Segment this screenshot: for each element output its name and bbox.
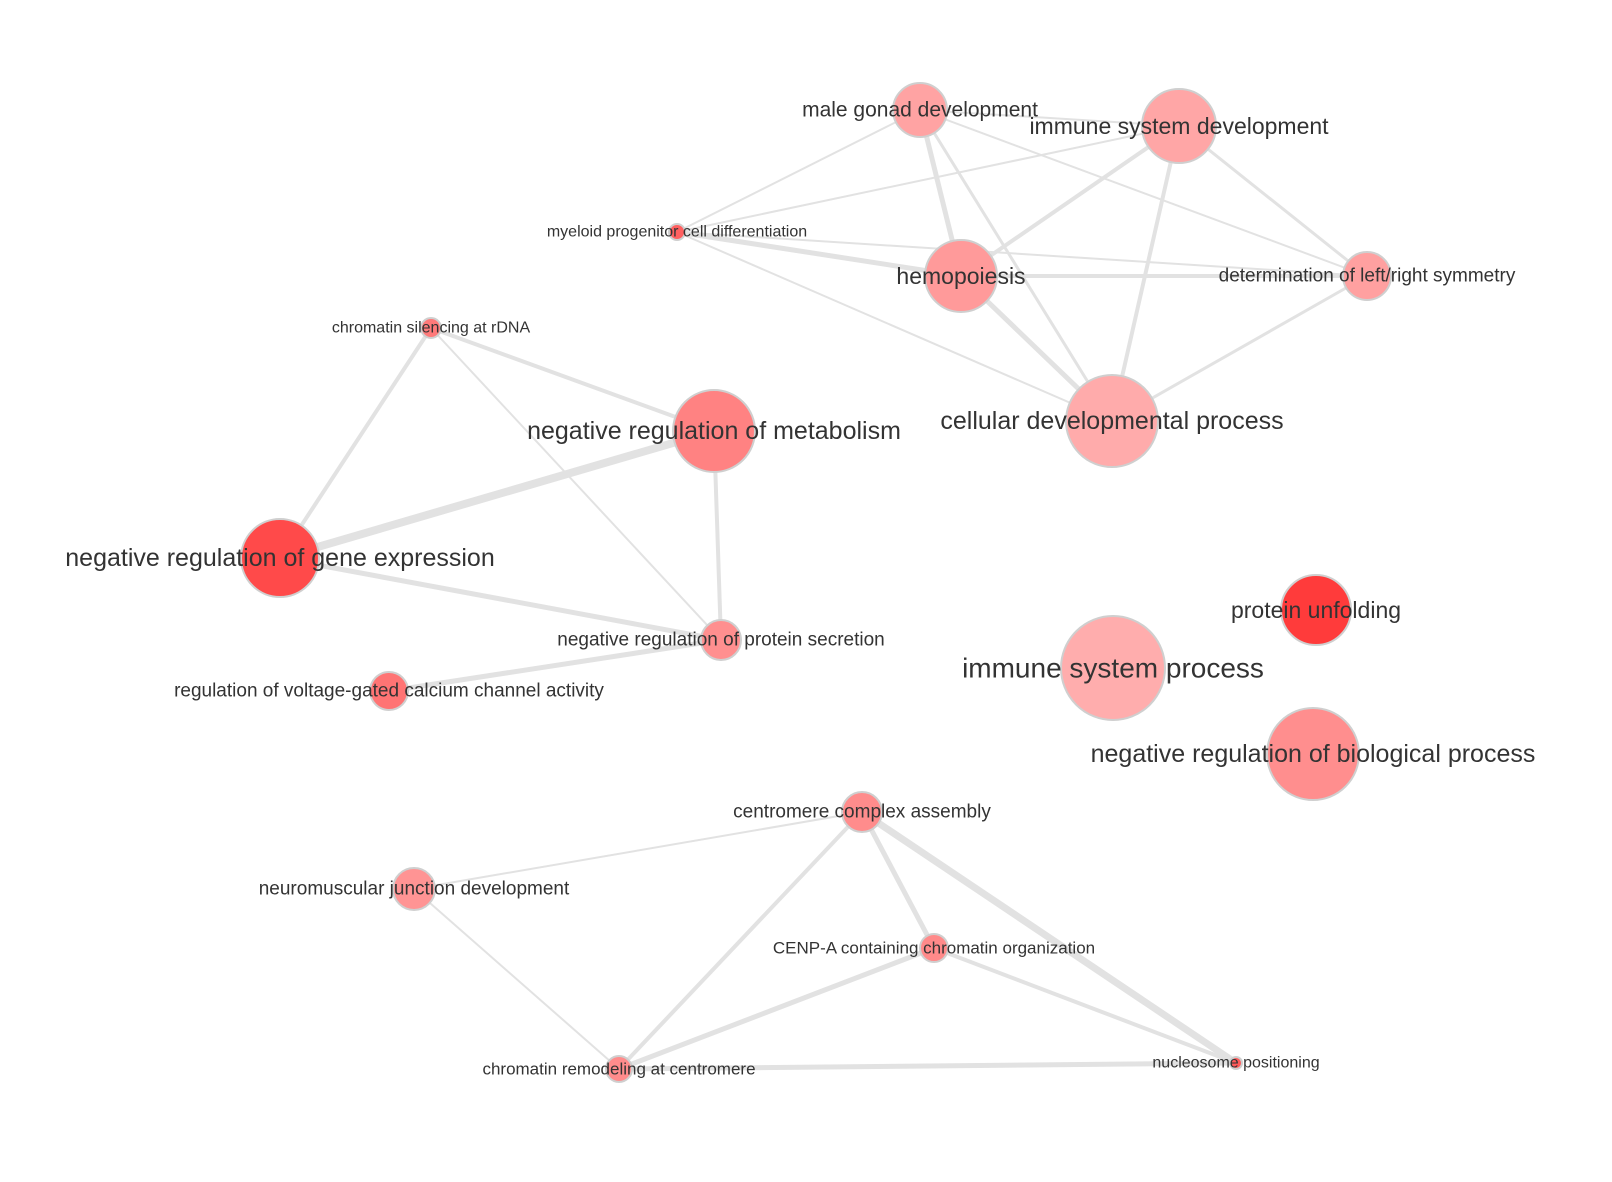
node-label-voltage-gated: regulation of voltage-gated calcium chan…: [174, 681, 604, 702]
edge-chromatin-remodeling-nucleosome: [616, 1060, 1239, 1072]
node-hemopoiesis[interactable]: [924, 239, 998, 313]
edge-male-gonad-immune-system-development: [919, 109, 1180, 127]
edge-myeloid-cellular-developmental: [676, 231, 1113, 422]
node-chromatin-silencing[interactable]: [420, 317, 442, 339]
node-left-right[interactable]: [1342, 251, 1392, 301]
node-voltage-gated[interactable]: [369, 671, 409, 711]
node-label-chromatin-silencing: chromatin silencing at rDNA: [332, 320, 531, 337]
node-neg-reg-biological[interactable]: [1266, 707, 1360, 801]
node-cellular-developmental[interactable]: [1065, 374, 1159, 468]
edge-male-gonad-myeloid: [676, 109, 921, 233]
edge-centromere-complex-neuromuscular: [413, 811, 863, 890]
node-chromatin-remodeling[interactable]: [605, 1055, 633, 1083]
node-cenp-a[interactable]: [919, 933, 949, 963]
edge-neg-reg-gene-expression-neg-reg-protein-secretion: [277, 555, 724, 643]
edge-male-gonad-cellular-developmental: [918, 108, 1114, 423]
edge-myeloid-hemopoiesis: [674, 229, 964, 279]
edge-neg-reg-metabolism-neg-reg-gene-expression: [276, 427, 718, 562]
node-label-cellular-developmental: cellular developmental process: [940, 407, 1283, 435]
node-protein-unfolding[interactable]: [1280, 574, 1352, 646]
node-label-chromatin-remodeling: chromatin remodeling at centromere: [482, 1060, 755, 1079]
node-label-protein-unfolding: protein unfolding: [1231, 597, 1401, 623]
nodes-layer: [240, 82, 1392, 1083]
node-nucleosome[interactable]: [1229, 1056, 1243, 1070]
edge-left-right-cellular-developmental: [1110, 274, 1369, 423]
node-neg-reg-gene-expression[interactable]: [240, 518, 320, 598]
node-immune-system-development[interactable]: [1141, 88, 1217, 164]
edges-layer: [276, 107, 1369, 1072]
node-centromere-complex[interactable]: [841, 791, 883, 833]
node-label-hemopoiesis: hemopoiesis: [896, 263, 1025, 289]
node-label-nucleosome: nucleosome positioning: [1152, 1055, 1319, 1072]
edge-immune-system-development-cellular-developmental: [1110, 124, 1181, 423]
node-label-left-right: determination of left/right symmetry: [1219, 266, 1516, 287]
edge-neuromuscular-chromatin-remodeling: [413, 888, 620, 1070]
node-label-centromere-complex: centromere complex assembly: [733, 802, 991, 823]
edge-myeloid-left-right: [676, 231, 1368, 277]
edge-male-gonad-left-right: [919, 109, 1368, 277]
node-label-cenp-a: CENP-A containing chromatin organization: [773, 939, 1095, 958]
edge-centromere-complex-chromatin-remodeling: [617, 810, 864, 1071]
node-label-myeloid: myeloid progenitor cell differentiation: [547, 224, 807, 241]
edge-chromatin-silencing-neg-reg-gene-expression: [278, 326, 433, 560]
edge-immune-system-development-left-right: [1177, 124, 1369, 278]
edge-centromere-complex-nucleosome: [858, 808, 1240, 1067]
node-label-neg-reg-gene-expression: negative regulation of gene expression: [65, 544, 494, 572]
node-neg-reg-protein-secretion[interactable]: [700, 619, 742, 661]
node-label-neuromuscular: neuromuscular junction development: [259, 879, 570, 900]
node-neg-reg-metabolism[interactable]: [672, 389, 756, 473]
node-neuromuscular[interactable]: [392, 867, 436, 911]
node-label-immune-system-development: immune system development: [1029, 113, 1329, 139]
edge-cenp-a-chromatin-remodeling: [616, 945, 937, 1072]
node-label-immune-system-process: immune system process: [962, 653, 1264, 684]
node-label-neg-reg-protein-secretion: negative regulation of protein secretion: [557, 630, 884, 651]
edge-immune-system-development-hemopoiesis: [959, 124, 1181, 278]
edge-chromatin-silencing-neg-reg-protein-secretion: [430, 327, 722, 641]
edge-cenp-a-nucleosome: [932, 946, 1238, 1065]
edge-immune-system-development-myeloid: [676, 125, 1180, 233]
edge-centromere-complex-cenp-a: [859, 809, 937, 951]
node-label-neg-reg-metabolism: negative regulation of metabolism: [527, 417, 901, 445]
node-male-gonad[interactable]: [892, 82, 948, 138]
node-label-male-gonad: male gonad development: [802, 99, 1038, 122]
node-immune-system-process[interactable]: [1060, 615, 1166, 721]
edge-chromatin-silencing-neg-reg-metabolism: [429, 326, 716, 433]
node-myeloid[interactable]: [668, 223, 686, 241]
edge-neg-reg-protein-secretion-voltage-gated: [386, 637, 724, 694]
node-label-neg-reg-biological: negative regulation of biological proces…: [1091, 740, 1536, 768]
